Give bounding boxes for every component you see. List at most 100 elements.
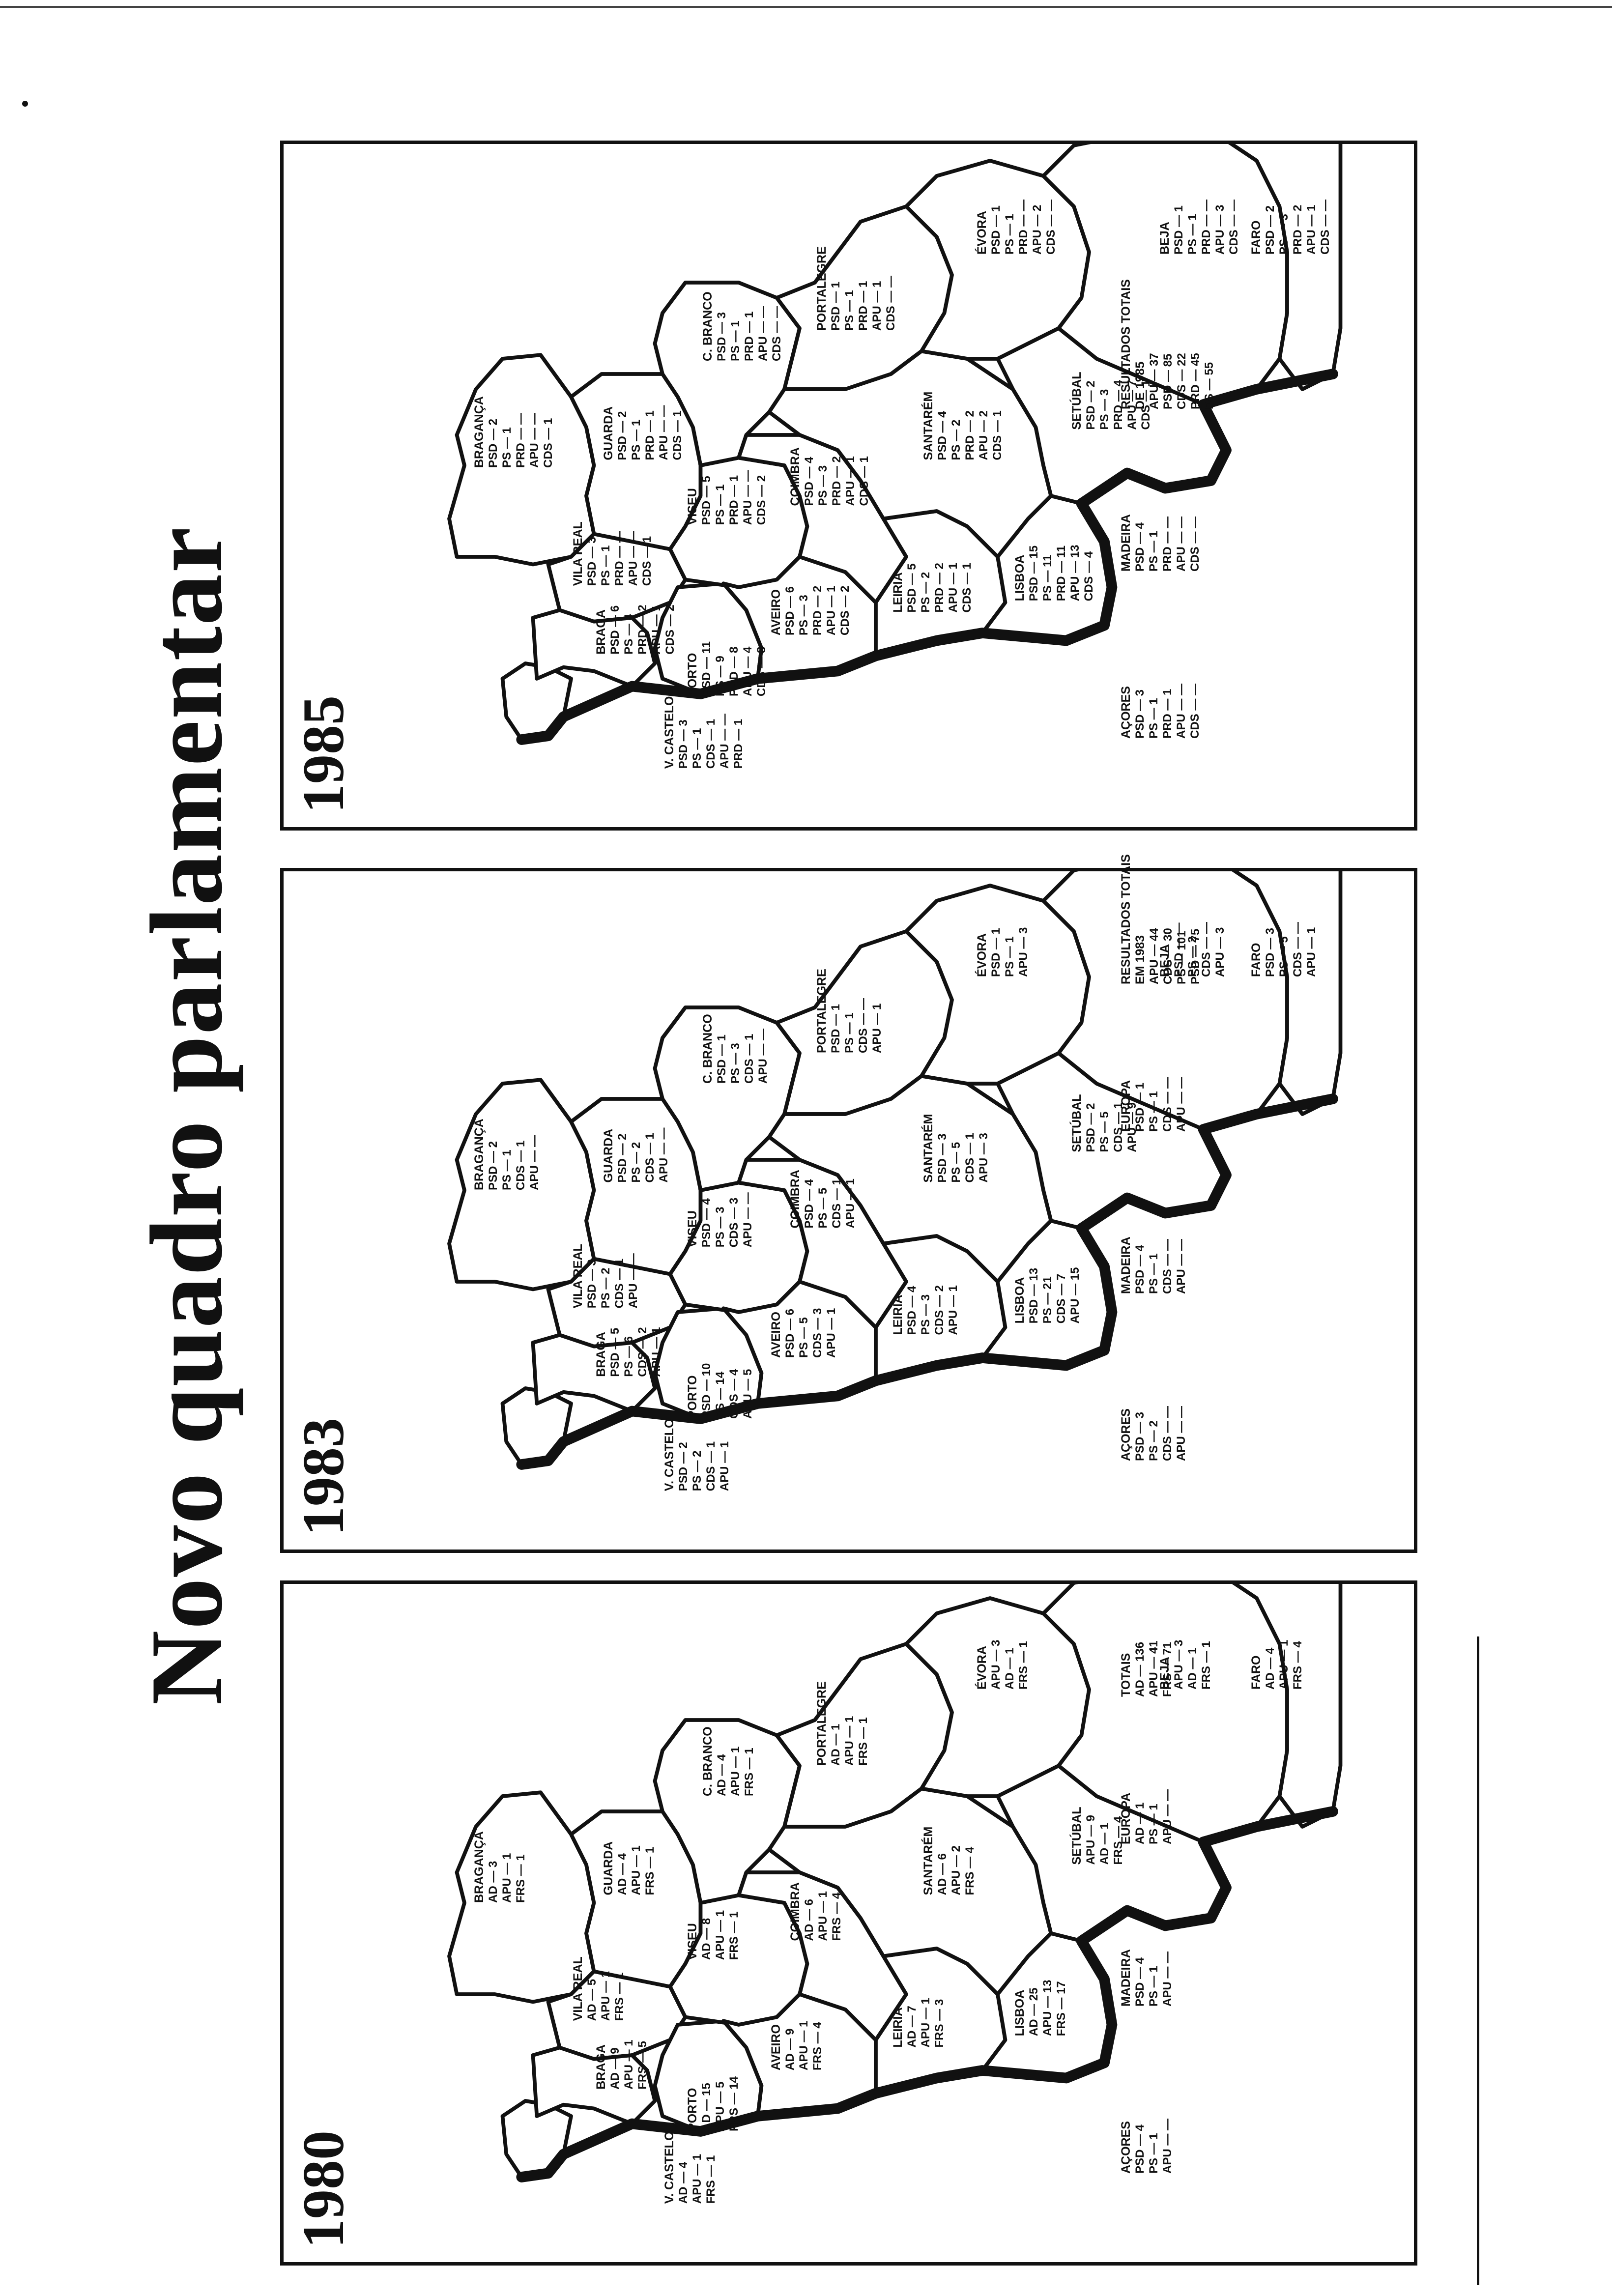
seat-result: APU — 1: [947, 563, 960, 613]
seat-result: CDS — 1: [963, 1133, 977, 1183]
seat-result: AD — 1: [1133, 1802, 1147, 1844]
coastline: [516, 369, 1338, 745]
district-name: GUARDA: [602, 406, 615, 460]
seat-result: APU — 1: [1277, 1639, 1291, 1690]
district-name: LISBOA: [1013, 1277, 1027, 1324]
seat-result: PS — 5: [1277, 936, 1291, 977]
seat-result: APU — —: [741, 1192, 754, 1248]
seat-result: PS — 3: [728, 1043, 742, 1084]
seat-result: APU — 1: [1304, 927, 1318, 977]
seat-result: AD — 4: [616, 1853, 629, 1895]
seat-result: PS — 11: [1041, 554, 1054, 602]
seat-result: AD — 25: [1027, 1987, 1040, 2037]
seat-result: APU — 1: [843, 456, 857, 506]
district-shape-braga: [531, 1333, 657, 1413]
extra-name: MADEIRA: [1119, 1949, 1133, 2007]
seat-result: CDS — —: [1291, 921, 1304, 977]
seat-result: CDS — 1: [857, 456, 871, 506]
seat-result: PRD — 2: [933, 563, 946, 613]
seat-result: PSD — 4: [802, 457, 816, 506]
seat-result: APU — 1: [622, 2039, 635, 2090]
seat-result: APU — —: [657, 405, 670, 460]
seat-result: PRD — 1: [727, 475, 741, 525]
seat-result: APU — —: [718, 714, 731, 769]
seat-result: PSD — 3: [585, 1259, 599, 1309]
seat-result: PSD — 1: [715, 1034, 728, 1084]
seat-result: PS — 2: [919, 572, 932, 613]
seat-result: CDS — 1: [671, 410, 684, 460]
seat-result: FRS — 4: [811, 2022, 824, 2070]
seat-result: PRD — 11: [1055, 545, 1068, 602]
seat-result: APU — 3: [1016, 927, 1030, 977]
seat-result: APU — 1: [843, 1178, 857, 1229]
seat-result: PRD — 8: [727, 646, 741, 696]
seat-result: PS — 5: [816, 1187, 830, 1229]
district-name: SANTARÉM: [921, 1826, 935, 1895]
district-name: LEIRIA: [891, 1294, 905, 1335]
seat-result: APU — 1: [843, 1716, 856, 1766]
district-name: BRAGANÇA: [472, 1831, 486, 1903]
seat-result: CDS — 1: [704, 1441, 718, 1492]
seat-result: FRS — 1: [613, 1972, 626, 2021]
seat-result: PSD — 3: [715, 312, 728, 361]
seat-result: PSD — 3: [936, 1133, 949, 1183]
seat-result: CDS — —: [884, 275, 897, 331]
district-name: AVEIRO: [769, 589, 783, 635]
district-name: PORTO: [685, 653, 699, 696]
seat-result: PS — 1: [1003, 936, 1016, 977]
district-name: COIMBRA: [788, 447, 802, 506]
seat-result: PRD — —: [514, 412, 527, 468]
seat-result: APU — —: [657, 1127, 670, 1183]
district-name: BRAGA: [594, 2044, 608, 2090]
district-name: V. CASTELO: [662, 2131, 676, 2204]
seat-result: PSD — 4: [699, 1198, 713, 1248]
seat-result: FRS — 3: [933, 1999, 946, 2048]
seat-result: APU — —: [1161, 2118, 1174, 2174]
district-name: PORTALEGRE: [815, 1681, 829, 1766]
seat-result: PS — 2: [630, 1142, 643, 1183]
seat-result: APU — 2: [950, 1845, 963, 1895]
seat-result: FRS — 1: [727, 1911, 741, 1960]
district-name: BRAGANÇA: [472, 396, 486, 468]
district-name: COIMBRA: [788, 1170, 802, 1229]
seat-result: APU — 1: [797, 2020, 810, 2070]
seat-result: PS — 5: [1098, 1111, 1112, 1152]
seat-result: CDS — 2: [933, 1285, 946, 1335]
coastline: [516, 1093, 1338, 1470]
seat-result: PRD — 2: [963, 410, 977, 460]
seat-result: PRD — 2: [811, 585, 824, 635]
seat-result: FRS — 17: [1055, 1981, 1068, 2037]
district-name: FARO: [1249, 1655, 1263, 1690]
seat-result: FRS — 4: [830, 1892, 843, 1941]
seat-result: APU — 1: [947, 1285, 960, 1335]
seat-result: CDS — 3: [811, 1308, 824, 1358]
seat-result: PS — 3: [713, 1206, 727, 1248]
seat-result: AD — 1: [1185, 1647, 1199, 1690]
seat-result: PS — 2: [950, 419, 963, 460]
seat-result: AD — 1: [1098, 1823, 1112, 1865]
seat-result: PRD — —: [1016, 199, 1030, 255]
seat-result: PRD — 1: [857, 281, 870, 331]
ink-dot: [22, 101, 28, 107]
seat-result: PS — 1: [1147, 1253, 1160, 1294]
seat-result: PSD — 4: [1133, 1957, 1147, 2007]
